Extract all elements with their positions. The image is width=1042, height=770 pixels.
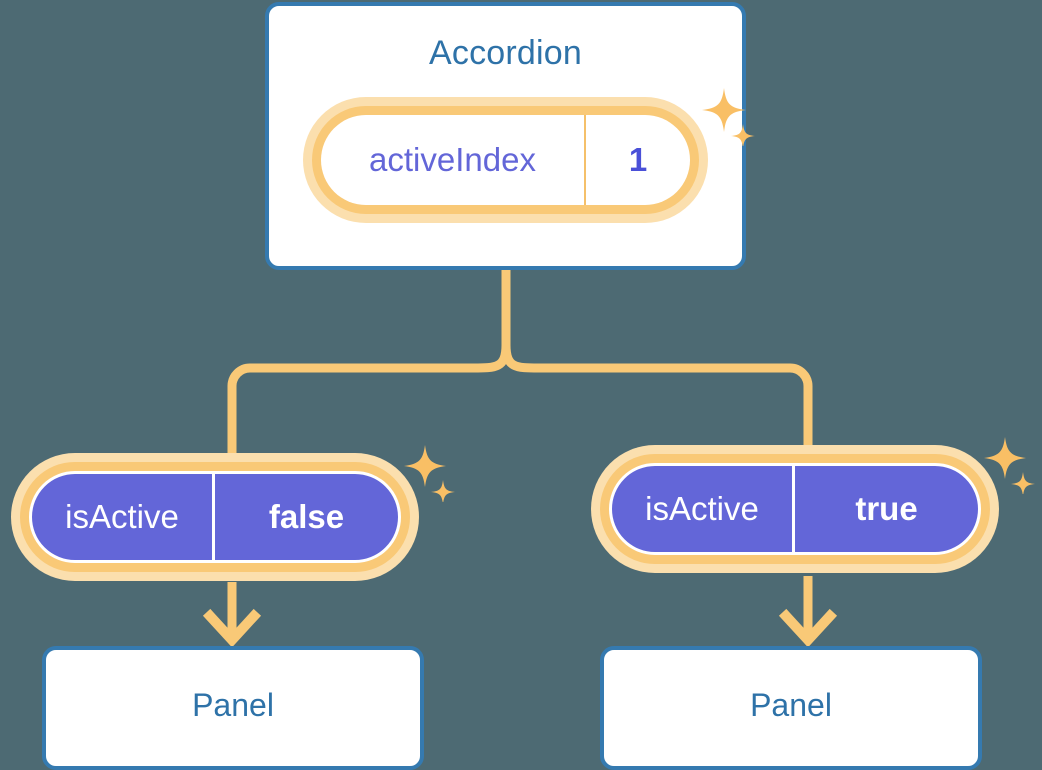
state-pill-inner: activeIndex 1 [321,115,690,205]
sparkle-icon [978,432,1040,494]
state-key-label: activeIndex [321,115,586,205]
sparkle-icon [398,440,460,502]
arrow-down-icon [202,608,838,648]
prop-key-label: isActive [32,474,215,560]
panel-title: Panel [750,687,832,723]
state-value-label: 1 [628,141,648,178]
page-title: Accordion [429,34,582,72]
prop-value-label: false [268,498,345,535]
prop-key-label: isActive [612,466,795,552]
prop-pill-isactive-true[interactable]: isActive true [600,454,990,564]
panel-component-card-right[interactable]: Panel [600,646,982,770]
prop-value-label: true [855,490,918,527]
state-pill-activeindex[interactable]: activeIndex 1 [312,106,699,214]
prop-pill-inner: isActive true [609,463,981,555]
sparkle-icon [693,84,755,146]
panel-component-card-left[interactable]: Panel [42,646,424,770]
prop-pill-inner: isActive false [29,471,401,563]
prop-pill-isactive-false[interactable]: isActive false [20,462,410,572]
panel-title: Panel [192,687,274,723]
